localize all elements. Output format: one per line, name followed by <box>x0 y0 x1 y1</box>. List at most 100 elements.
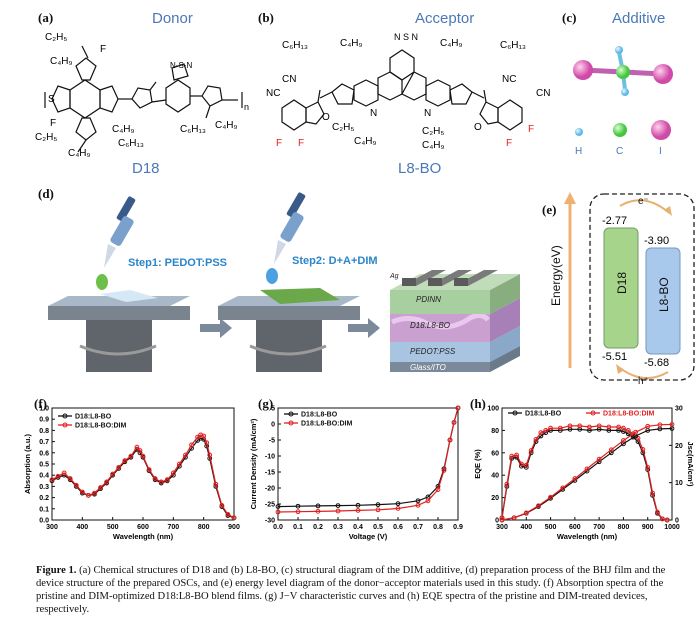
l8bo-c2h5-right: C₂H₅ <box>422 126 444 137</box>
data-point <box>519 461 524 467</box>
pipette-2-icon <box>266 192 306 284</box>
x-tick-label: 0.8 <box>433 524 443 531</box>
d18-group-c4h9-right: C₄H₉ <box>215 120 238 131</box>
d18-f-top: F <box>100 44 106 55</box>
data-point <box>395 501 401 507</box>
legend-label: D18:L8-BO:DIM <box>75 423 127 430</box>
layer-pdinn: PDINN <box>416 295 441 304</box>
legend-marker <box>62 422 68 428</box>
carbon-atom <box>616 65 630 79</box>
series-line <box>501 423 673 521</box>
data-point <box>596 459 602 465</box>
d18-f-bot: F <box>50 118 56 129</box>
l8bo-o-left: O <box>322 112 330 123</box>
data-point <box>441 468 447 473</box>
data-point <box>523 510 529 516</box>
data-point <box>608 447 614 453</box>
data-point <box>425 498 431 504</box>
data-point <box>67 476 73 481</box>
x-tick-label: 0.3 <box>333 524 343 531</box>
x-tick-label: 700 <box>167 524 179 531</box>
data-point <box>669 422 675 427</box>
x-tick-label: 300 <box>496 524 508 531</box>
iodine-atom-right <box>653 64 673 84</box>
plot-frame <box>501 407 673 521</box>
l8bo-cn-left: CN <box>282 74 296 85</box>
legend-marker <box>288 420 294 426</box>
data-point <box>104 479 109 485</box>
data-point <box>659 516 665 522</box>
data-point <box>447 437 453 443</box>
l8bo-cn-right: CN <box>536 88 550 99</box>
figure-caption: Figure 1. (a) Chemical structures of D18… <box>36 564 684 616</box>
data-point <box>557 425 563 431</box>
data-point <box>587 424 592 430</box>
data-point <box>335 503 341 508</box>
data-point <box>650 490 655 496</box>
series-line <box>501 427 673 521</box>
hydrogen-atom-top <box>615 46 623 54</box>
data-point <box>122 458 128 464</box>
hole-label: h⁺ <box>638 376 649 387</box>
x-axis-label: Wavelength (nm) <box>113 532 174 541</box>
arrow-1-icon <box>200 318 232 338</box>
data-point <box>596 456 602 462</box>
d18-group-c2h5-top: C₂H₅ <box>45 32 67 43</box>
x-tick-label: 800 <box>198 524 210 531</box>
l8bo-n-s-n-top: N S N <box>394 32 418 42</box>
data-point <box>451 420 457 425</box>
x-axis-label: Voltage (V) <box>349 532 388 541</box>
y-axis-label: Absorption (a.u.) <box>23 434 32 494</box>
l8bo-c4h9-right: C₄H₉ <box>440 38 463 49</box>
data-point <box>231 515 237 521</box>
l8bo-c4h9-br: C₄H₉ <box>422 140 445 151</box>
y-tick-label: -10 <box>265 454 275 461</box>
y-tick-label: 0.6 <box>39 450 49 457</box>
l8bo-level-box <box>645 247 681 355</box>
legend-marker <box>590 410 596 416</box>
data-point <box>645 464 651 470</box>
d18-sns-label: N-S-N <box>170 61 192 70</box>
energy-axis-label: Energy(eV) <box>549 245 563 306</box>
data-point <box>584 466 590 472</box>
y-tick-label: -15 <box>265 470 275 477</box>
x-tick-label: 0.2 <box>313 524 323 531</box>
data-point <box>523 462 529 468</box>
y-tick-label: 0.2 <box>39 495 49 502</box>
y-tick-label: 80 <box>491 428 499 435</box>
data-point <box>499 517 505 523</box>
l8bo-f-left2: F <box>298 138 304 149</box>
l8bo-level-label: L8-BO <box>657 277 671 312</box>
x-tick-label: 400 <box>520 524 532 531</box>
pipette-1-icon <box>96 196 136 290</box>
x-tick-label: 900 <box>228 524 240 531</box>
y-tick-label: 40 <box>491 473 499 480</box>
x-tick-label: 0.6 <box>393 524 403 531</box>
data-point <box>98 485 103 490</box>
additive-title: Additive <box>612 10 666 27</box>
energy-axis-arrow-icon <box>564 192 576 204</box>
y-tick-label: -30 <box>265 518 275 525</box>
data-point <box>116 464 122 470</box>
data-point <box>625 428 631 433</box>
x-tick-label: 600 <box>569 524 581 531</box>
data-point <box>538 430 544 436</box>
series-line <box>501 425 668 521</box>
data-point <box>189 442 194 448</box>
dim-molecule: H C I <box>573 46 673 157</box>
energy-dashed-frame <box>589 193 695 381</box>
data-point <box>275 509 281 515</box>
d18-group-c4h9-bot: C₄H₉ <box>68 148 91 158</box>
legend-h-label: H <box>575 146 582 157</box>
data-point <box>415 498 421 504</box>
d18-level-label: D18 <box>615 272 629 294</box>
x-tick-label: 400 <box>76 524 88 531</box>
panel-e-label: (e) <box>542 202 557 217</box>
donor-title: Donor <box>152 10 193 27</box>
series-line <box>51 434 235 519</box>
data-point <box>645 423 651 429</box>
legend-label: D18:L8-BO <box>525 411 562 418</box>
l8bo-homo-value: -5.68 <box>644 357 669 369</box>
y-tick-label: 20 <box>491 495 499 502</box>
